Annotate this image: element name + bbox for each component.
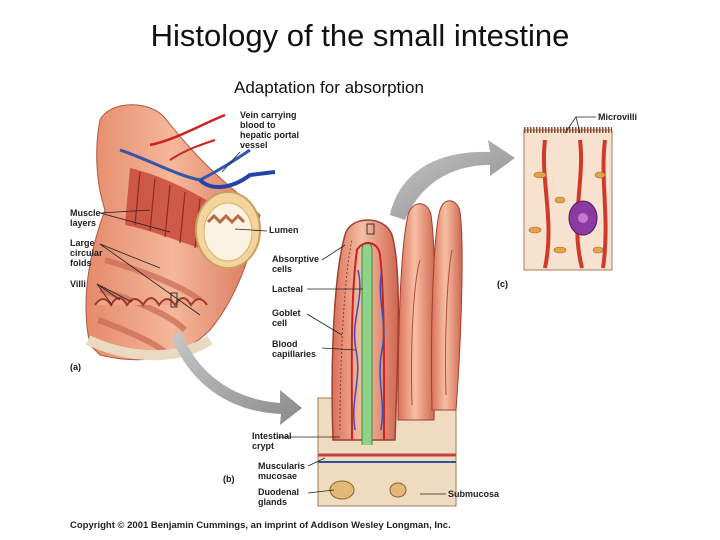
panel-label-c: (c) xyxy=(497,279,508,289)
label-lacteal: Lacteal xyxy=(272,284,303,294)
label-villi: Villi xyxy=(70,279,86,289)
villus-illustration xyxy=(318,201,462,506)
copyright-notice: Copyright © 2001 Benjamin Cummings, an i… xyxy=(70,520,451,531)
label-duodenal-glands: Duodenal glands xyxy=(258,487,302,507)
label-lumen: Lumen xyxy=(269,225,299,235)
label-goblet-cell: Goblet cell xyxy=(272,308,303,328)
label-intestinal-crypt: Intestinal crypt xyxy=(252,431,294,451)
label-absorptive-cells: Absorptive cells xyxy=(272,254,322,274)
label-submucosa: Submucosa xyxy=(448,489,500,499)
label-microvilli: Microvilli xyxy=(598,112,637,122)
label-muscle-layers: Muscle layers xyxy=(70,208,103,228)
panel-label-b: (b) xyxy=(223,474,235,484)
label-vein: Vein carrying blood to hepatic portal ve… xyxy=(240,110,302,150)
label-blood-capillaries: Blood capillaries xyxy=(272,339,316,359)
absorptive-cell-illustration xyxy=(524,130,612,270)
label-muscularis-mucosae: Muscularis mucosae xyxy=(258,461,308,481)
panel-label-a: (a) xyxy=(70,362,81,372)
